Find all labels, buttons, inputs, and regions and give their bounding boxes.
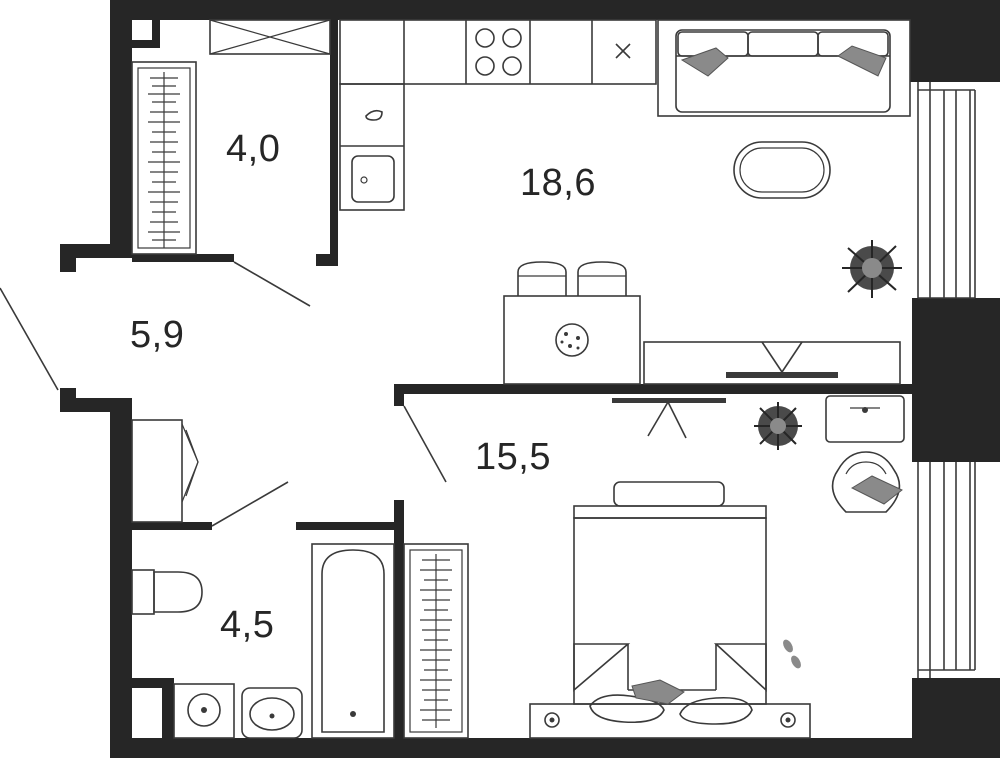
kitchen-counter-top [339,19,657,85]
sofa [657,19,911,117]
plant-living [842,240,902,298]
wall-partition-living-bedroom [394,384,912,394]
bed [529,481,811,739]
kitchen-counter-side [339,83,405,211]
door-entrance [0,287,59,391]
sink-tap-mark [615,43,631,59]
bedroom-furniture [403,395,905,739]
area-label-hall: 5,9 [130,314,185,356]
slippers [783,639,801,669]
pizza-plate [555,323,589,357]
dining-table [503,295,641,385]
area-label-bathroom: 4,5 [220,604,275,646]
area-label-living: 18,6 [520,162,596,204]
chair-dining-left [517,261,567,296]
bedroom-tv [612,398,726,439]
wall-bathroom-top [296,522,404,530]
wardrobe-bedroom [403,543,469,739]
tv-stand [643,341,901,385]
tv [726,341,838,378]
wall-bottom [110,738,1000,758]
bathroom-fixtures [131,543,395,739]
area-label-storage: 4,0 [226,128,281,170]
pillow-right [679,696,753,725]
wall-right-mid [912,298,1000,462]
cushion-left [680,47,729,77]
wall-top [110,0,920,20]
living-room-furniture [503,19,911,385]
pillow-left [589,694,665,724]
bed-bench [613,481,725,507]
wall-left-stub-post [60,244,76,272]
dresser [825,395,905,443]
wall-partition-post [394,384,404,406]
door-storage [233,261,311,307]
wall-left-lower [110,398,132,758]
wall-right-top [910,0,1000,82]
faucet-icon [365,109,383,121]
cushion-right [837,45,887,77]
toilet [131,569,203,615]
door-bedroom [403,405,447,483]
window-living [917,82,976,299]
plant-bedroom [754,402,802,450]
washbasin [173,683,235,739]
coffee-table [733,141,831,199]
kitchen [339,19,657,211]
chair-dining-right [577,261,627,296]
pillow-grey [631,679,685,705]
storage-furniture [131,19,331,255]
armchair-cushion [850,475,903,505]
wall-storage-right [330,20,338,266]
hangers-storage [148,77,180,241]
area-label-bedroom: 15,5 [475,436,551,478]
wardrobe-storage [131,61,197,255]
wall-storage-bottom-left [132,254,234,262]
walls [60,0,1000,758]
armchair [831,451,903,513]
hall-furniture [131,419,199,523]
hall-closet [131,419,183,523]
cooktop [475,28,522,76]
washing-machine [241,687,303,739]
bed-headboard [529,703,811,739]
window-bedroom [917,462,976,678]
hangers-bedroom [420,559,452,721]
wall-left-upper [110,0,132,258]
windows [917,82,976,678]
bathtub [311,543,395,739]
doors [0,261,447,527]
door-bathroom [211,481,289,527]
kitchen-sink [351,155,395,203]
wall-left-stub [60,244,132,258]
shelf-storage [209,19,331,55]
wall-closet-bottom [132,522,212,530]
wall-bathroom-right [394,500,404,738]
